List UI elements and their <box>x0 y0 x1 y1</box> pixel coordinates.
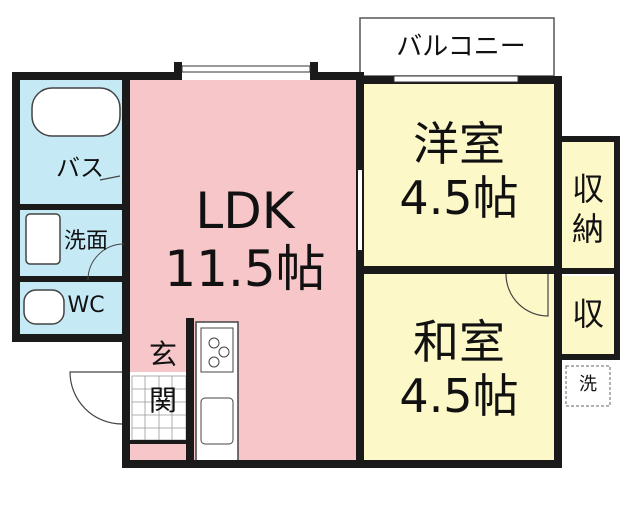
balcony-outline <box>359 17 555 77</box>
ldk-label-size: 11.5帖 <box>164 240 325 298</box>
japanese-room-label-name: 和室 <box>413 315 505 369</box>
western-room-floor <box>364 80 554 270</box>
storage-floor <box>558 276 614 356</box>
washer-space-label: 洗 <box>579 374 597 395</box>
washer-space-floor <box>560 360 614 462</box>
japanese-room-floor <box>364 274 554 462</box>
washer-pan <box>565 365 611 407</box>
closet-label-2: 納 <box>572 210 604 248</box>
bathtub <box>31 87 121 137</box>
toilet-fixture <box>23 289 65 325</box>
japanese-room-door <box>505 273 549 317</box>
balcony-window <box>393 75 519 83</box>
ldk-label-name: LDK <box>195 182 295 240</box>
closet-label-1: 収 <box>572 170 604 208</box>
japanese-room-label-size: 4.5帖 <box>399 369 518 423</box>
bath-door <box>99 175 121 181</box>
toilet-label: WC <box>67 293 104 318</box>
entrance-label-1: 玄 <box>149 338 177 371</box>
washroom-label: 洗面 <box>64 229 108 254</box>
storage-label: 収 <box>572 295 604 333</box>
balcony-label: バルコニー <box>396 32 525 62</box>
western-room-label-size: 4.5帖 <box>399 171 518 225</box>
wash-basin <box>25 213 61 265</box>
western-room-label-name: 洋室 <box>413 117 505 171</box>
entrance-label-2: 関 <box>149 384 177 417</box>
kitchen-counter <box>195 321 239 463</box>
entrance-door <box>69 371 123 425</box>
bath-label: バス <box>56 154 104 182</box>
closet-floor <box>558 140 614 268</box>
washroom-door <box>87 243 125 281</box>
ldk-window <box>181 65 311 73</box>
